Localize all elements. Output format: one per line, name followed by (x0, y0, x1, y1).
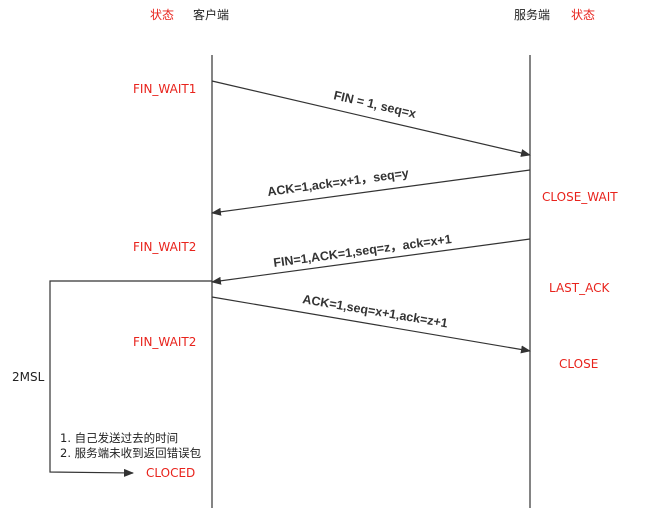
state-fin-wait2-second: FIN_WAIT2 (133, 335, 196, 349)
message-ack: ACK=1,ack=x+1，seq=y (267, 166, 410, 199)
state-fin-wait2-first: FIN_WAIT2 (133, 240, 196, 254)
state-cloced: CLOCED (146, 466, 195, 480)
message-fin: FIN = 1, seq=x (332, 88, 417, 121)
client-state-header: 状态 (150, 8, 174, 22)
arrow-fin-ack-server-to-client (211, 238, 531, 285)
client-header: 客户端 (193, 7, 229, 22)
state-close: CLOSE (559, 357, 598, 371)
server-state-header: 状态 (571, 8, 595, 22)
arrow-ack-server-to-client (211, 169, 531, 216)
timer-note-1: 1. 自己发送过去的时间 (60, 431, 178, 445)
state-fin-wait1: FIN_WAIT1 (133, 82, 196, 96)
timer-label-2msl: 2MSL (12, 370, 45, 384)
state-close-wait: CLOSE_WAIT (542, 190, 618, 204)
arrow-fin-client-to-server (211, 80, 531, 157)
arrow-final-ack-client-to-server (211, 296, 531, 354)
message-fin-ack: FIN=1,ACK=1,seq=z，ack=x+1 (273, 232, 453, 270)
server-header: 服务端 (514, 7, 550, 22)
state-last-ack: LAST_ACK (549, 281, 610, 295)
timer-note-2: 2. 服务端未收到返回错误包 (60, 446, 202, 460)
timer-bracket-arrow (49, 280, 212, 477)
